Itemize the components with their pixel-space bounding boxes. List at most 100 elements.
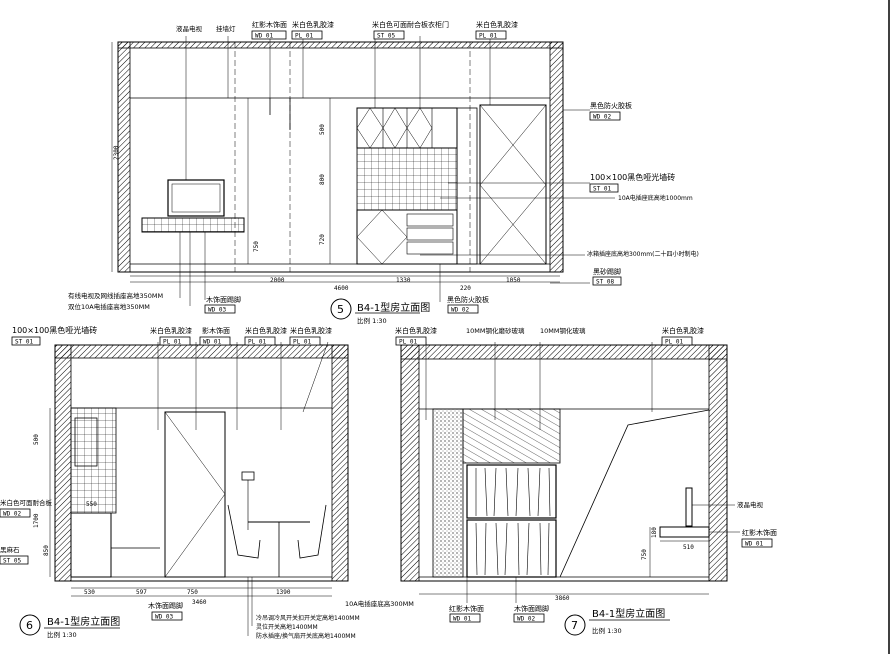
e5-tag-red-wood: WD 01 xyxy=(251,30,287,40)
e6-title: B4-1型房立面图 xyxy=(47,615,120,628)
svg-text:WD 01: WD 01 xyxy=(453,616,471,623)
elevation-6 xyxy=(19,341,349,636)
e7-marker-number: 7 xyxy=(571,619,578,632)
e6-dim-500: 500 xyxy=(33,434,40,445)
e6-label-note-1: 冷吊调冷风开关扣开关定高地1400MM xyxy=(256,614,360,622)
e7-label-socket-note: 10A电插座底高300MM xyxy=(345,599,414,608)
e6-tag-red-wood: WD 01 xyxy=(199,336,231,346)
e7-dim-750: 750 xyxy=(641,549,648,560)
e5-title: B4-1型房立面图 xyxy=(357,301,430,314)
svg-text:WD 02: WD 02 xyxy=(517,616,535,623)
svg-text:ST 01: ST 01 xyxy=(15,339,33,346)
e6-dim-550: 550 xyxy=(86,501,97,508)
e5-label-wood-skirting: 木饰面踢脚 xyxy=(206,295,241,304)
e5-marker-number: 5 xyxy=(337,303,344,316)
e7-dim-510: 510 xyxy=(683,544,694,551)
e6-marker-number: 6 xyxy=(26,619,33,632)
e7-label-glass-a: 10MM钢化磨砂玻璃 xyxy=(466,326,525,335)
e7-label-wood-skirting: 木饰面踢脚 xyxy=(514,604,549,613)
e7-label-beige-paint-a: 米白色乳胶漆 xyxy=(395,326,437,335)
e5-tag-beige-board: ST 05 xyxy=(373,30,405,40)
svg-text:PL 01: PL 01 xyxy=(248,339,266,346)
e5-tag-wood-skirting: WD 03 xyxy=(204,304,236,314)
svg-text:WD 03: WD 03 xyxy=(155,614,173,621)
e6-label-note-3: 防水插座/换气扇开关底高地1400MM xyxy=(256,632,356,640)
svg-text:PL 01: PL 01 xyxy=(295,33,313,40)
e5-scale: 比例 1:30 xyxy=(357,316,387,325)
svg-text:WD 02: WD 02 xyxy=(451,307,469,314)
e6-tag-stone: ST 05 xyxy=(0,555,29,565)
e5-label-beige-board: 米白色可面耐合板衣柜门 xyxy=(372,20,449,29)
e5-label-fridge-note: 冰箱插座底高地300mm(二十四小时制电) xyxy=(587,250,699,258)
e5-dim-500: 500 xyxy=(319,124,326,135)
e7-tag-red-wood: WD 01 xyxy=(741,538,773,548)
e5-label-skirting-right: 黑砂踢脚 xyxy=(593,267,621,276)
svg-text:PL 01: PL 01 xyxy=(399,339,417,346)
e5-dim-720: 720 xyxy=(319,234,326,245)
e6-label-note-2: 灵位开关高地1400MM xyxy=(256,623,318,631)
svg-text:ST 05: ST 05 xyxy=(377,33,395,40)
e5-label-tile: 100×100黑色哑光墙砖 xyxy=(590,172,675,182)
e6-dim-530: 530 xyxy=(84,589,95,596)
e5-tag-beige-paint-top: PL 01 xyxy=(291,30,323,40)
svg-text:PL 01: PL 01 xyxy=(479,33,497,40)
e6-label-tile: 100×100黑色哑光墙砖 xyxy=(12,325,97,335)
svg-text:WD 02: WD 02 xyxy=(3,511,21,518)
e5-tag-black-board: WD 02 xyxy=(589,111,621,121)
svg-text:ST 01: ST 01 xyxy=(593,186,611,193)
svg-text:PL 01: PL 01 xyxy=(293,339,311,346)
e6-dim-1390: 1390 xyxy=(276,589,291,596)
e7-dim-180: 180 xyxy=(651,527,658,538)
e5-tag-beige-paint-right: PL 01 xyxy=(475,30,507,40)
svg-text:ST 05: ST 05 xyxy=(3,558,21,565)
e7-label-glass-b: 10MM钢化玻璃 xyxy=(540,326,586,335)
e5-dim-height: 2300 xyxy=(113,145,120,160)
e7-title: B4-1型房立面图 xyxy=(592,607,665,620)
e7-label-beige-paint-b: 米白色乳胶漆 xyxy=(662,326,704,335)
e5-dim-220: 220 xyxy=(460,285,471,292)
elevation-5 xyxy=(111,36,615,320)
e5-label-beige-paint-top: 米白色乳胶漆 xyxy=(292,20,334,29)
e5-label-beige-paint-right: 米白色乳胶漆 xyxy=(476,20,518,29)
svg-text:WD 03: WD 03 xyxy=(208,307,226,314)
e7-tag-wood-skirting: WD 02 xyxy=(513,613,545,623)
e5-dim-4600: 4600 xyxy=(334,285,349,292)
e5-dim-1050: 1050 xyxy=(506,277,521,284)
e6-dim-850: 850 xyxy=(43,545,50,556)
e6-label-stone: 黑麻石 xyxy=(0,545,20,554)
svg-text:PL 01: PL 01 xyxy=(665,339,683,346)
elevation-7 xyxy=(400,342,740,636)
e5-tag-tile: ST 01 xyxy=(589,183,619,193)
e5-dim-750: 750 xyxy=(253,241,260,252)
e7-label-red-wood-bottom: 红影木饰面 xyxy=(449,604,484,613)
e6-tag-beige-paint-a: PL 01 xyxy=(159,336,191,346)
e6-dim-597: 597 xyxy=(136,589,147,596)
e6-label-beige-face: 米白色可面耐合板 xyxy=(0,498,53,507)
e5-label-black-board: 黑色防火胶板 xyxy=(590,101,632,110)
e5-tag-black-board-bottom: WD 02 xyxy=(447,304,479,314)
e5-dim-2000: 2000 xyxy=(270,277,285,284)
svg-text:WD 01: WD 01 xyxy=(745,541,763,548)
e6-dim-750: 750 xyxy=(187,589,198,596)
e7-tag-beige-paint-a: PL 01 xyxy=(395,336,427,346)
e6-tag-beige-face: WD 02 xyxy=(0,508,31,518)
e5-label-red-wood: 红影木饰面 xyxy=(252,20,287,29)
e6-label-beige-paint-a: 米白色乳胶漆 xyxy=(150,326,192,335)
e6-tag-wood-skirting: WD 03 xyxy=(151,611,183,621)
e5-label-cable-note-2: 双位10A电插座高地350MM xyxy=(68,302,150,311)
e6-tag-tile: ST 01 xyxy=(11,336,41,346)
e5-label-lcd-tv: 液晶电视 xyxy=(176,24,203,33)
e7-dim-3860: 3860 xyxy=(555,595,570,602)
e7-tag-beige-paint-b: PL 01 xyxy=(661,336,693,346)
svg-text:WD 01: WD 01 xyxy=(255,33,273,40)
e5-tag-skirting-right: ST 08 xyxy=(592,276,622,286)
e7-label-red-wood: 红影木饰面 xyxy=(742,528,777,537)
e7-scale: 比例 1:30 xyxy=(592,626,622,635)
e6-label-beige-paint-b: 米白色乳胶漆 xyxy=(245,326,287,335)
e5-label-cable-note-1: 有线电视及网线插座高地350MM xyxy=(68,291,163,300)
e6-label-wood-skirting: 木饰面踢脚 xyxy=(148,601,183,610)
e6-label-beige-paint-c: 米白色乳胶漆 xyxy=(290,326,332,335)
e7-tag-red-wood-bottom: WD 01 xyxy=(449,613,481,623)
e5-dim-800: 800 xyxy=(319,174,326,185)
